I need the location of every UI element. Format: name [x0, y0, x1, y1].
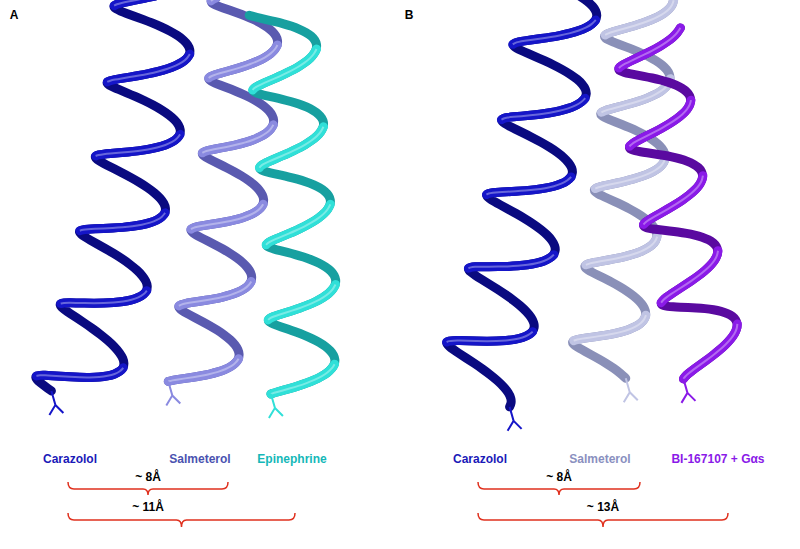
ligand-label: Epinephrine [257, 452, 326, 466]
ligand-label: Salmeterol [569, 449, 630, 467]
distance-label: ~ 8Å [135, 470, 161, 484]
ligand-label: Carazolol [43, 452, 97, 466]
helix [36, 0, 190, 415]
ligand-label: Salmeterol [569, 452, 630, 466]
ligand-label: BI-167107 + Gαs [671, 449, 764, 467]
ligand-label: Carazolol [453, 449, 507, 467]
panel-letter: B [405, 8, 414, 22]
distance-label: ~ 8Å [546, 470, 572, 484]
distance-bracket [68, 513, 295, 527]
distance-bracket [478, 513, 728, 527]
distance-label: ~ 11Å [132, 500, 164, 514]
helix [447, 0, 597, 431]
distance-label: ~ 13Å [587, 497, 619, 515]
distance-label: ~ 8Å [546, 467, 572, 485]
helix [249, 15, 335, 418]
ligand-label: Salmeterol [169, 452, 230, 466]
panel-letter: B [405, 5, 414, 23]
ligand-label: BI-167107 + Gαs [671, 452, 764, 466]
helix [619, 28, 738, 403]
helix [166, 0, 277, 405]
panel-letter: A [10, 5, 19, 23]
ligand-label: Epinephrine [257, 449, 326, 467]
ligand-label: Salmeterol [169, 449, 230, 467]
distance-label: ~ 11Å [132, 497, 164, 515]
ligand-label: Carazolol [43, 449, 97, 467]
distance-label: ~ 8Å [135, 467, 161, 485]
ligand-label: Carazolol [453, 452, 507, 466]
panel-letter: A [10, 8, 19, 22]
distance-label: ~ 13Å [587, 500, 619, 514]
